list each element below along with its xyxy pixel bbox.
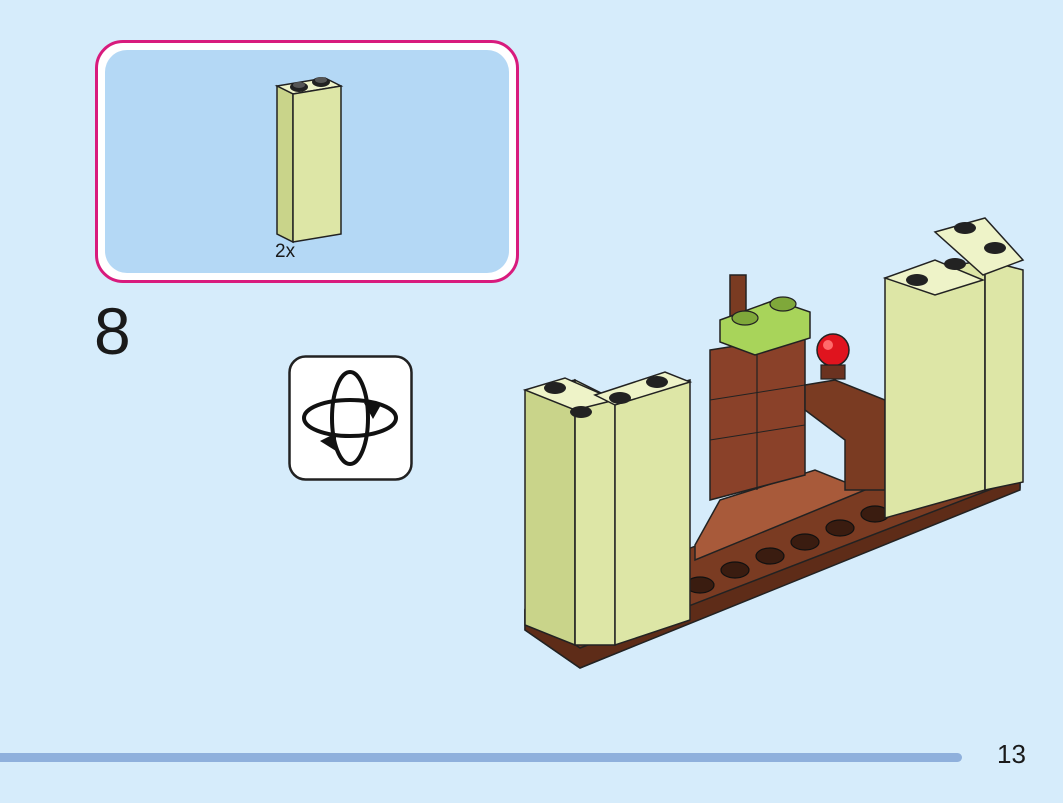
page-progress-bar [0, 753, 962, 762]
part-quantity: 2x [275, 241, 296, 262]
parts-callout: 2x [95, 40, 519, 283]
page-number: 13 [997, 739, 1026, 769]
parts-callout-inner: 2x [105, 50, 509, 273]
step-number: 8 [94, 294, 131, 368]
tan-1x2x5-brick-image [274, 77, 344, 244]
rotate-model-icon [288, 355, 413, 481]
model-assembly-image [522, 217, 1025, 669]
